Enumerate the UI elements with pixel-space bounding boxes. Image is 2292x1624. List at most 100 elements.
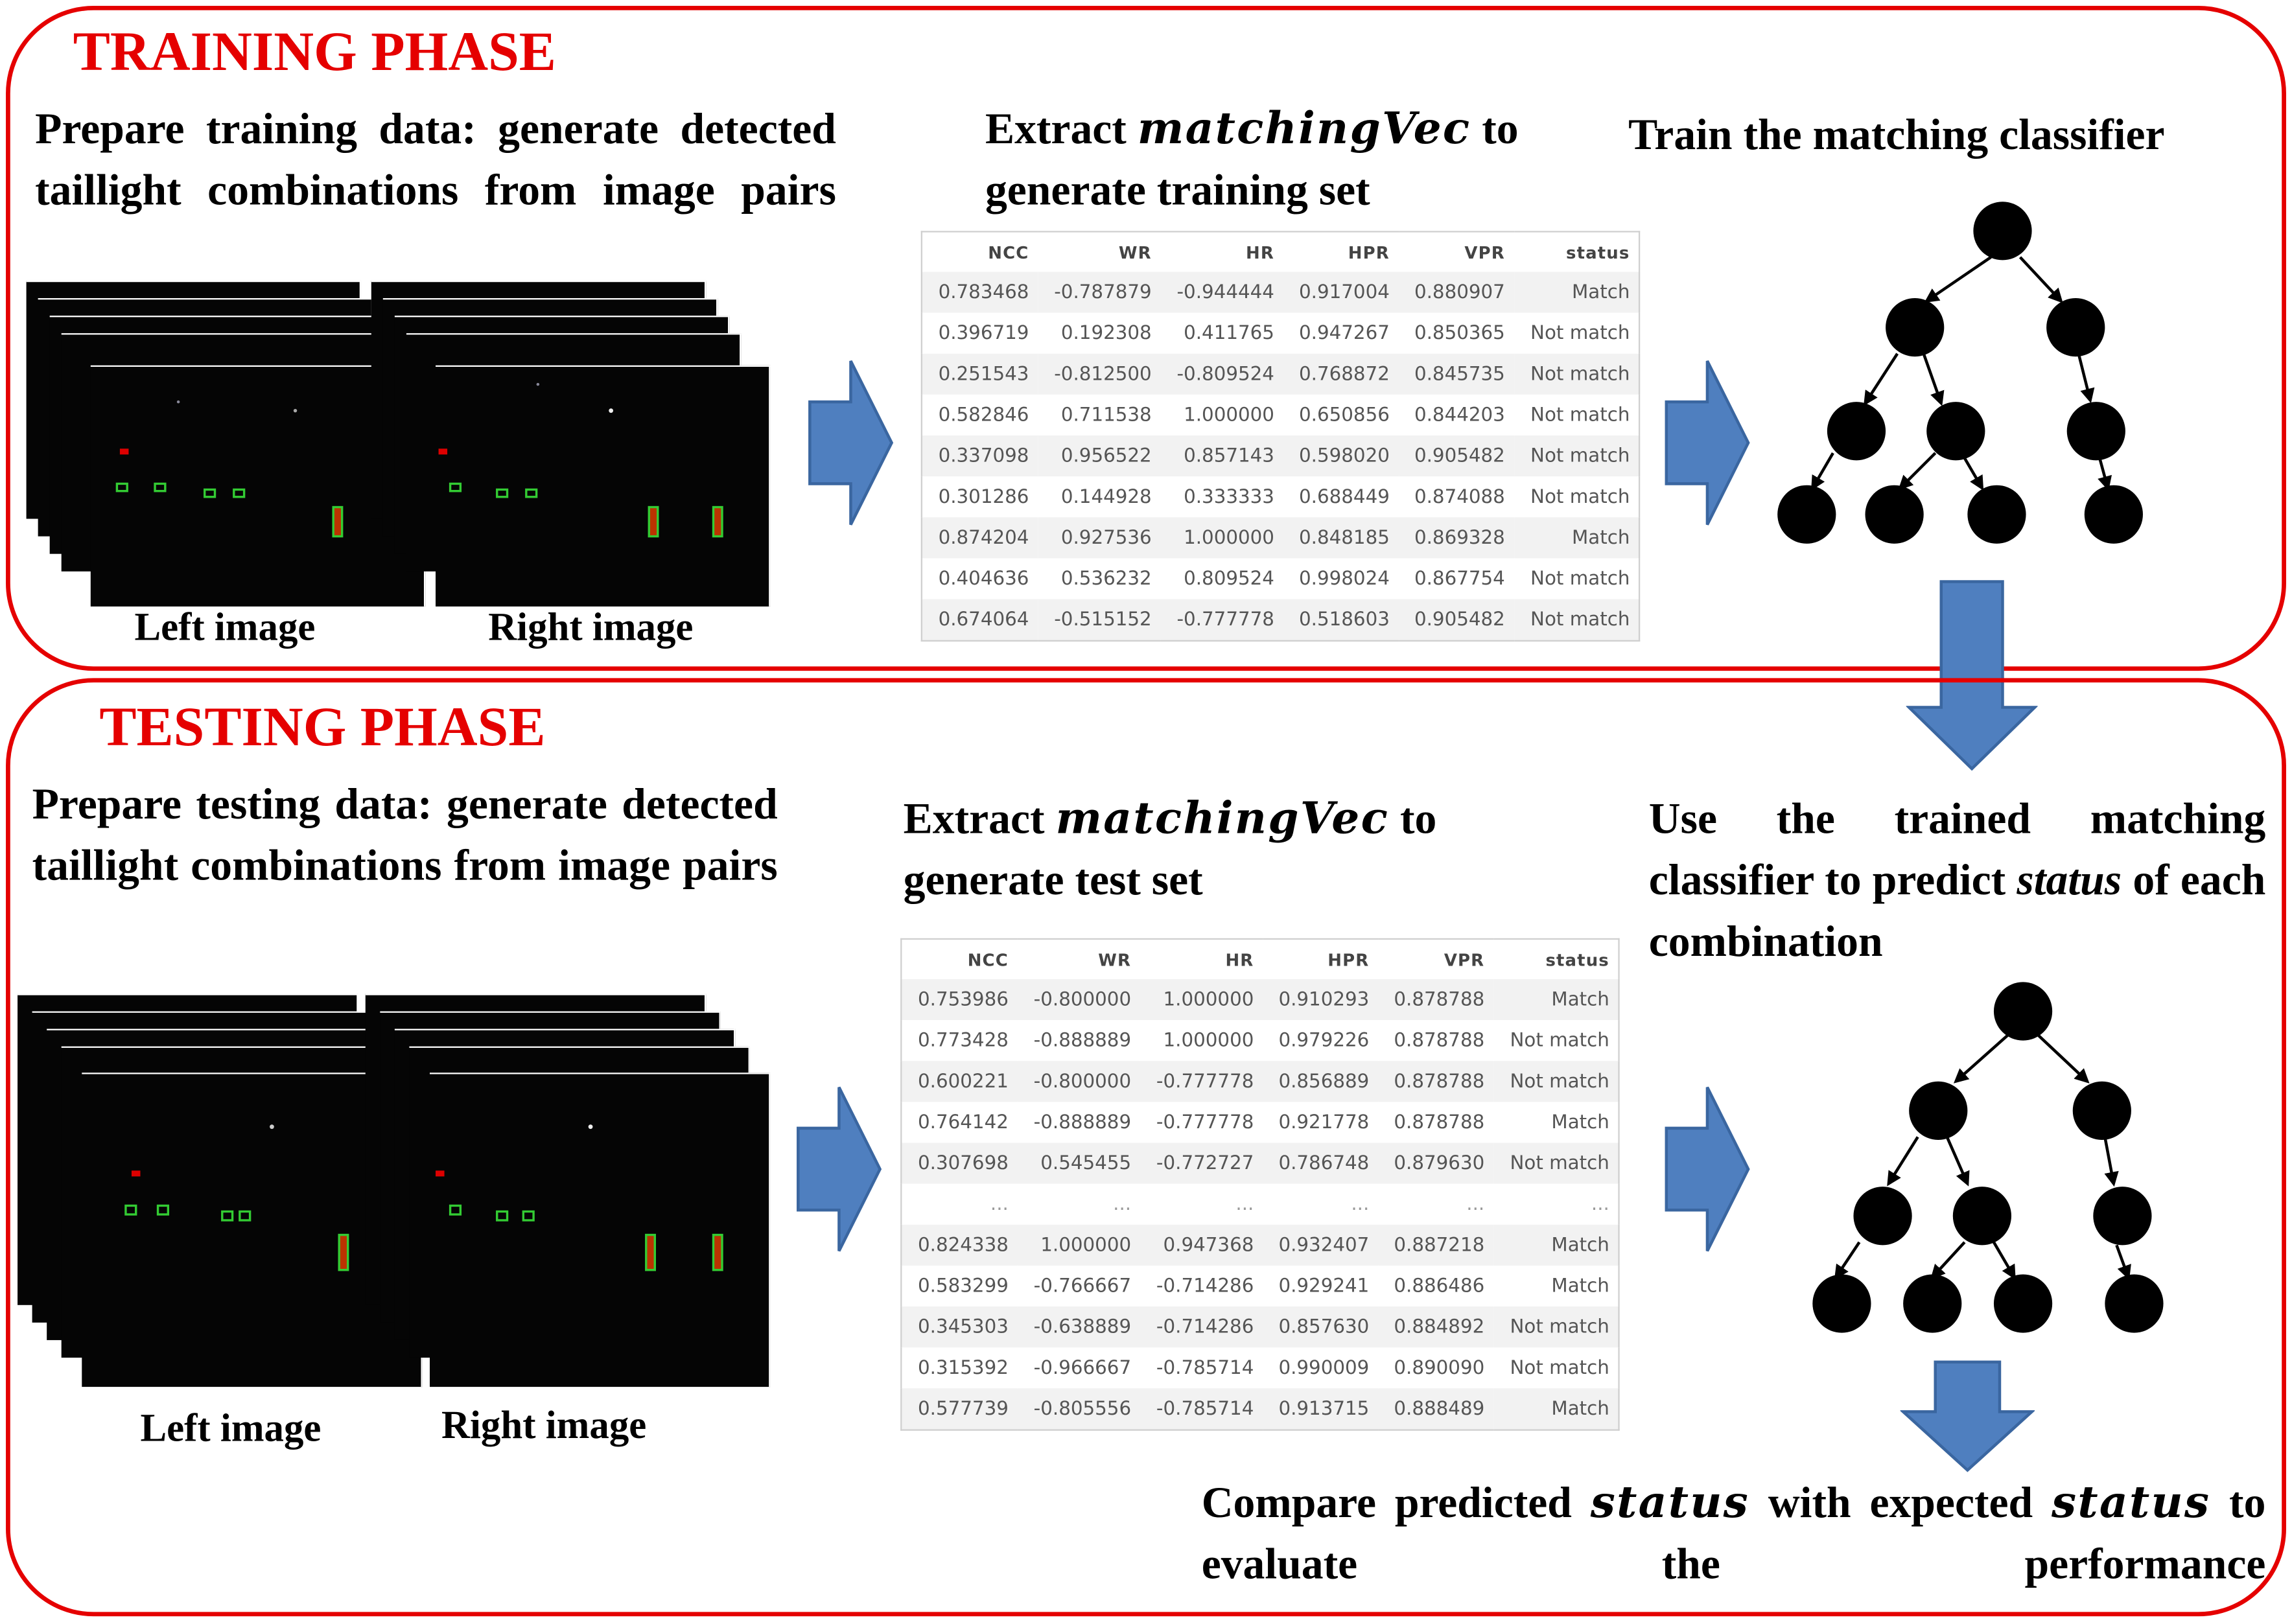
table-cell: -0.515152 <box>1037 599 1161 641</box>
table-cell: 0.878788 <box>1377 979 1493 1021</box>
table-cell: -0.777778 <box>1156 1111 1254 1133</box>
detection-box <box>204 488 216 498</box>
table-cell: 0.867754 <box>1414 568 1505 590</box>
column-header-vpr: VPR <box>1444 949 1485 970</box>
table-cell: -0.800000 <box>1017 979 1140 1021</box>
table-cell: 0.144928 <box>1060 485 1152 508</box>
table-cell: 0.824338 <box>901 1224 1018 1266</box>
table-cell: Not match <box>1530 568 1630 590</box>
detection-box <box>332 505 344 538</box>
column-header-status: status <box>1566 242 1630 262</box>
table-cell: 0.536232 <box>1060 568 1152 590</box>
table-cell: -0.785714 <box>1156 1356 1254 1379</box>
table-cell: Not match <box>1493 1061 1619 1102</box>
table-cell: 0.910293 <box>1262 979 1378 1021</box>
table-cell: 0.783468 <box>921 272 1038 313</box>
table-cell: 0.518603 <box>1283 599 1399 641</box>
right-night-image <box>430 1073 771 1387</box>
table-cell: 0.301286 <box>938 485 1029 508</box>
table-cell: 0.990009 <box>1278 1356 1370 1379</box>
table-cell: 0.345303 <box>901 1306 1018 1348</box>
table-cell: 0.396719 <box>938 322 1029 345</box>
table-cell: 0.947368 <box>1140 1224 1263 1266</box>
table-cell: Match <box>1551 1111 1609 1133</box>
testing-extract-text: Extract matchingVec to generate test set <box>904 789 1517 912</box>
table-cell: Not match <box>1530 404 1630 426</box>
table-cell: 1.000000 <box>1017 1224 1140 1266</box>
detection-box <box>449 482 462 493</box>
table-cell: -0.777778 <box>1160 599 1283 641</box>
detection-box <box>338 1233 349 1271</box>
table-cell: 1.000000 <box>1160 517 1283 559</box>
table-cell: -0.772727 <box>1140 1143 1263 1184</box>
decision-tree-icon <box>1777 202 2143 544</box>
table-cell: ... <box>1351 1193 1370 1216</box>
table-cell: 0.879630 <box>1377 1143 1493 1184</box>
table-cell: 0.874204 <box>921 517 1038 559</box>
table-cell: 0.674064 <box>921 599 1038 641</box>
table-cell: 0.404636 <box>938 568 1029 590</box>
table-cell: Not match <box>1514 599 1640 641</box>
table-cell: -0.785714 <box>1140 1388 1263 1430</box>
table-cell: Not match <box>1493 1306 1619 1348</box>
table-row: .................. <box>901 1184 1619 1225</box>
detection-box <box>712 505 723 538</box>
table-cell: -0.809524 <box>1160 353 1283 395</box>
table-cell: -0.766667 <box>1033 1275 1132 1297</box>
training-phase-title: TRAINING PHASE <box>73 21 556 84</box>
table-cell: 0.890090 <box>1394 1356 1485 1379</box>
table-cell: 1.000000 <box>1163 1029 1254 1052</box>
table-cell: 0.886486 <box>1394 1275 1485 1297</box>
table-cell: 0.888489 <box>1377 1388 1493 1430</box>
training-prepare-text: Prepare training data: generate detected… <box>35 105 836 215</box>
table-cell: 0.753986 <box>901 979 1018 1021</box>
table-cell: 0.857630 <box>1262 1306 1378 1348</box>
table-cell: -0.888889 <box>1033 1111 1132 1133</box>
left-night-image <box>90 365 426 607</box>
table-cell: 0.956522 <box>1037 435 1161 477</box>
training-left-caption: Left image <box>134 605 316 649</box>
testing-right-caption: Right image <box>441 1402 647 1447</box>
table-cell: 0.857143 <box>1160 435 1283 477</box>
table-cell: 0.947267 <box>1299 322 1390 345</box>
column-header-ncc: NCC <box>967 949 1009 970</box>
table-cell: 0.869328 <box>1398 517 1514 559</box>
extract-prefix: Extract <box>985 105 1138 154</box>
use-prefix: Use the trained matching classifier to p… <box>1648 795 2266 905</box>
decision-tree-icon <box>1812 982 2164 1333</box>
table-cell: Match <box>1551 1275 1609 1297</box>
table-cell: -0.638889 <box>1017 1306 1140 1348</box>
right-arrow-icon <box>1665 1086 1750 1252</box>
taillight-scene <box>438 382 723 538</box>
training-phase-box <box>6 6 2286 671</box>
right-arrow-icon <box>797 1086 882 1252</box>
table-cell: 0.884892 <box>1377 1306 1493 1348</box>
table-cell: 0.878788 <box>1394 1029 1485 1052</box>
use-variable: status <box>2017 856 2122 905</box>
compare-prefix: Compare predicted <box>1201 1479 1591 1527</box>
table-cell: 0.845735 <box>1398 353 1514 395</box>
table-cell: Not match <box>1514 435 1640 477</box>
detection-box <box>115 482 128 493</box>
testing-phase-title: TESTING PHASE <box>99 697 546 759</box>
table-cell: -0.777778 <box>1140 1061 1263 1102</box>
detection-box <box>124 1204 137 1216</box>
table-cell: 0.979226 <box>1278 1029 1370 1052</box>
table-cell: 1.000000 <box>1140 979 1263 1021</box>
detection-box <box>156 1204 170 1216</box>
compare-text: Compare predicted status with expected s… <box>1202 1473 2266 1595</box>
table-cell: 0.688449 <box>1299 485 1390 508</box>
compare-variable-1: status <box>1590 1477 1750 1529</box>
table-cell: 0.333333 <box>1184 485 1274 508</box>
